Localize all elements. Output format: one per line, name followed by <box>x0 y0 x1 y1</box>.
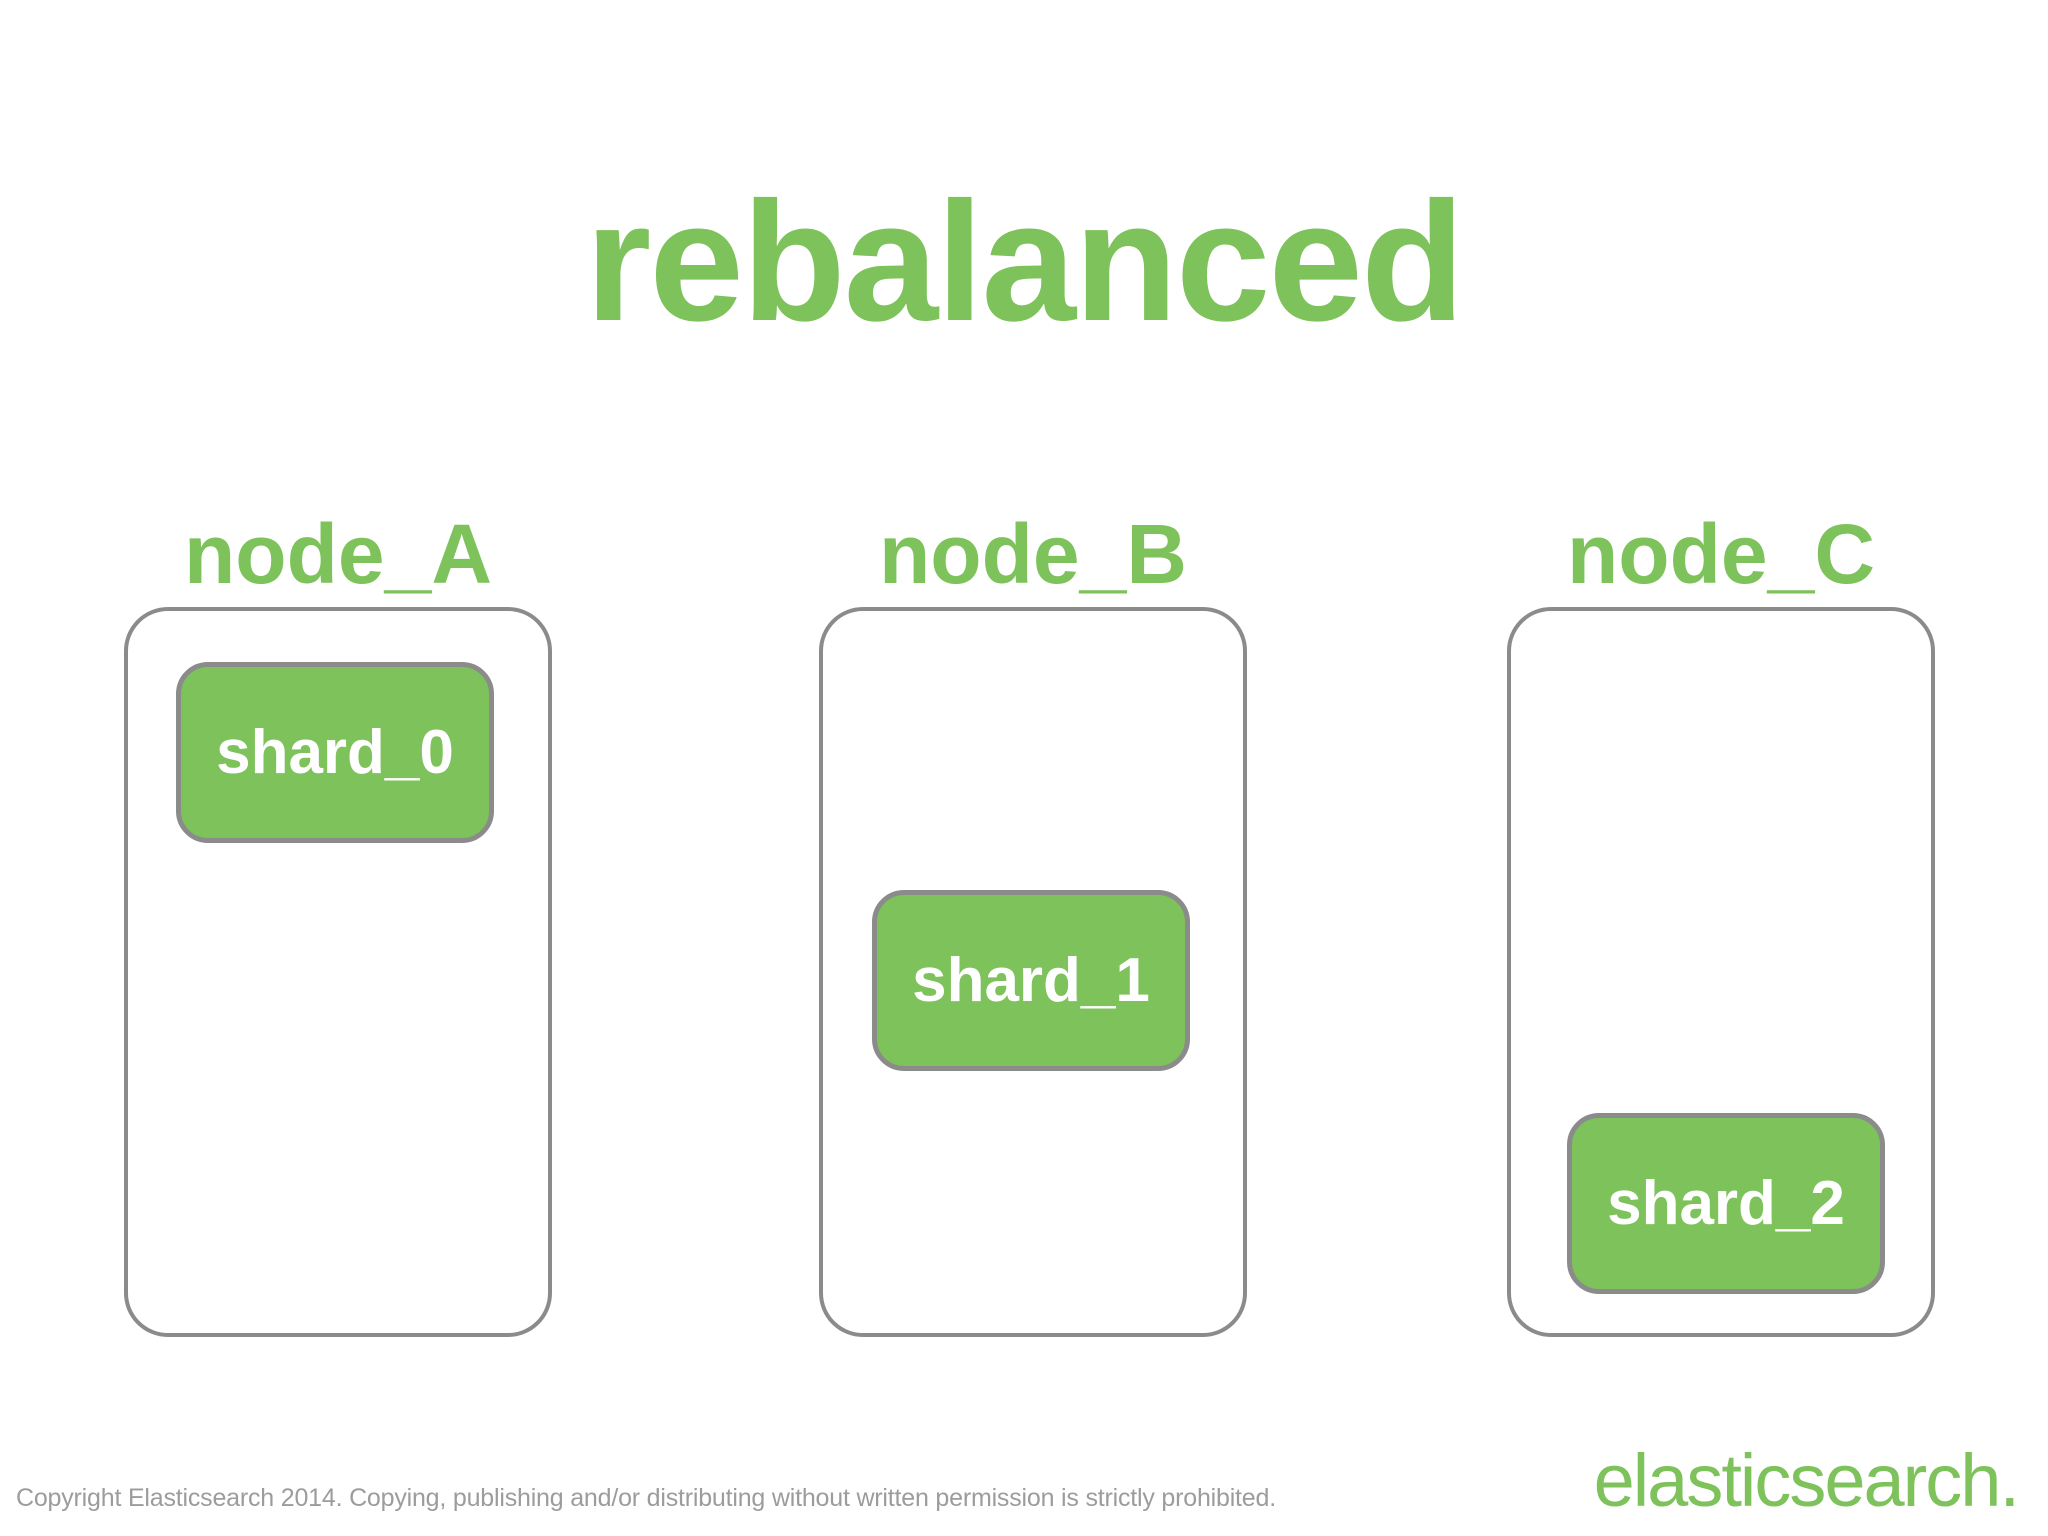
node-b-box: shard_1 <box>819 607 1247 1337</box>
node-b-label: node_B <box>878 507 1188 601</box>
slide-title: rebalanced <box>585 167 1465 357</box>
shard-0-label: shard_0 <box>216 718 454 787</box>
node-a-box: shard_0 <box>124 607 552 1337</box>
elasticsearch-logo: elasticsearch. <box>1593 1439 2020 1522</box>
shard-0-box: shard_0 <box>176 662 494 843</box>
shard-2-label: shard_2 <box>1607 1169 1845 1238</box>
node-c-box: shard_2 <box>1507 607 1935 1337</box>
shard-1-box: shard_1 <box>872 890 1190 1071</box>
copyright-notice: Copyright Elasticsearch 2014. Copying, p… <box>16 1484 1276 1512</box>
node-a-label: node_A <box>183 507 493 601</box>
node-c-label: node_C <box>1566 507 1876 601</box>
shard-2-box: shard_2 <box>1567 1113 1885 1294</box>
shard-1-label: shard_1 <box>912 946 1150 1015</box>
